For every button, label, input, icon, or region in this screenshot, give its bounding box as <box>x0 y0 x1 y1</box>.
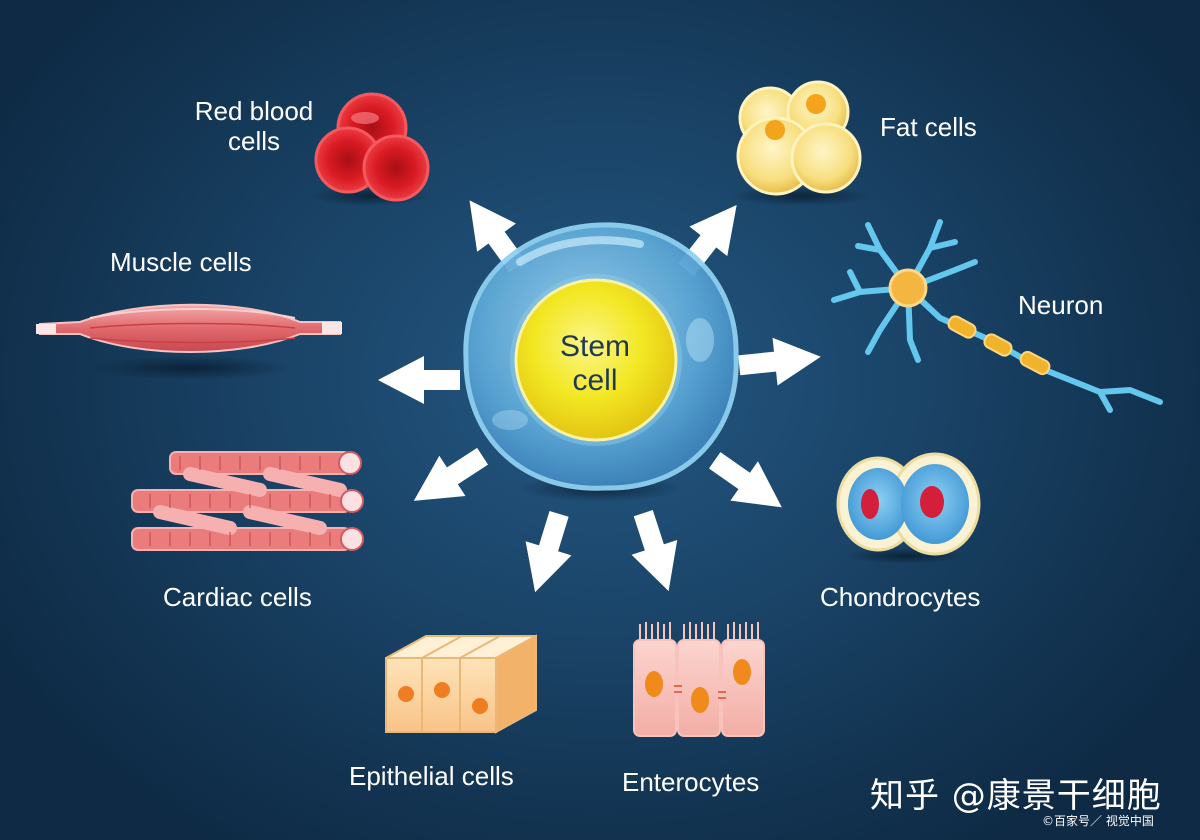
epithelial-cells-label: Epithelial cells <box>349 761 514 791</box>
muscle-cell-illustration <box>36 303 342 380</box>
watermark-text: 知乎 @康景干细胞 <box>870 776 1162 816</box>
red-blood-cells-label-line1: Red blood <box>194 96 314 126</box>
stem-cell-label: Stem cell <box>520 330 670 398</box>
fat-cells-label: Fat cells <box>880 112 977 142</box>
enterocytes-label: Enterocytes <box>622 767 760 797</box>
muscle-cells-label: Muscle cells <box>110 247 252 277</box>
stem-cell-label-line2: cell <box>572 364 618 397</box>
red-blood-cells-label: Red blood cells <box>188 96 320 156</box>
stem-cell-label-line1: Stem <box>559 330 631 363</box>
epithelial-cells-illustration <box>385 634 537 734</box>
arrow-to-enterocytes <box>631 510 678 592</box>
chondrocytes-label: Chondrocytes <box>820 582 981 612</box>
arrow-to-chondrocytes <box>708 452 782 508</box>
chondrocytes-illustration <box>836 452 981 564</box>
neuron-illustration <box>831 219 1163 413</box>
fat-cells-illustration <box>730 80 870 206</box>
neuron-label: Neuron <box>1018 290 1104 320</box>
arrow-to-cardiac-cells <box>413 447 489 501</box>
red-blood-cells-illustration <box>310 92 430 206</box>
stem-cell <box>463 222 739 502</box>
enterocytes-illustration <box>633 622 765 737</box>
differentiation-arrows <box>378 200 821 593</box>
arrow-to-epithelial-cells <box>525 510 572 593</box>
cardiac-cells-illustration <box>131 451 364 551</box>
arrow-to-muscle-cells <box>378 356 460 404</box>
image-credit: ©百家号／ 视觉中国 <box>1042 814 1154 828</box>
red-blood-cells-label-line2: cells <box>227 126 280 156</box>
arrow-to-neuron <box>738 337 821 386</box>
cardiac-cells-label: Cardiac cells <box>163 582 312 612</box>
